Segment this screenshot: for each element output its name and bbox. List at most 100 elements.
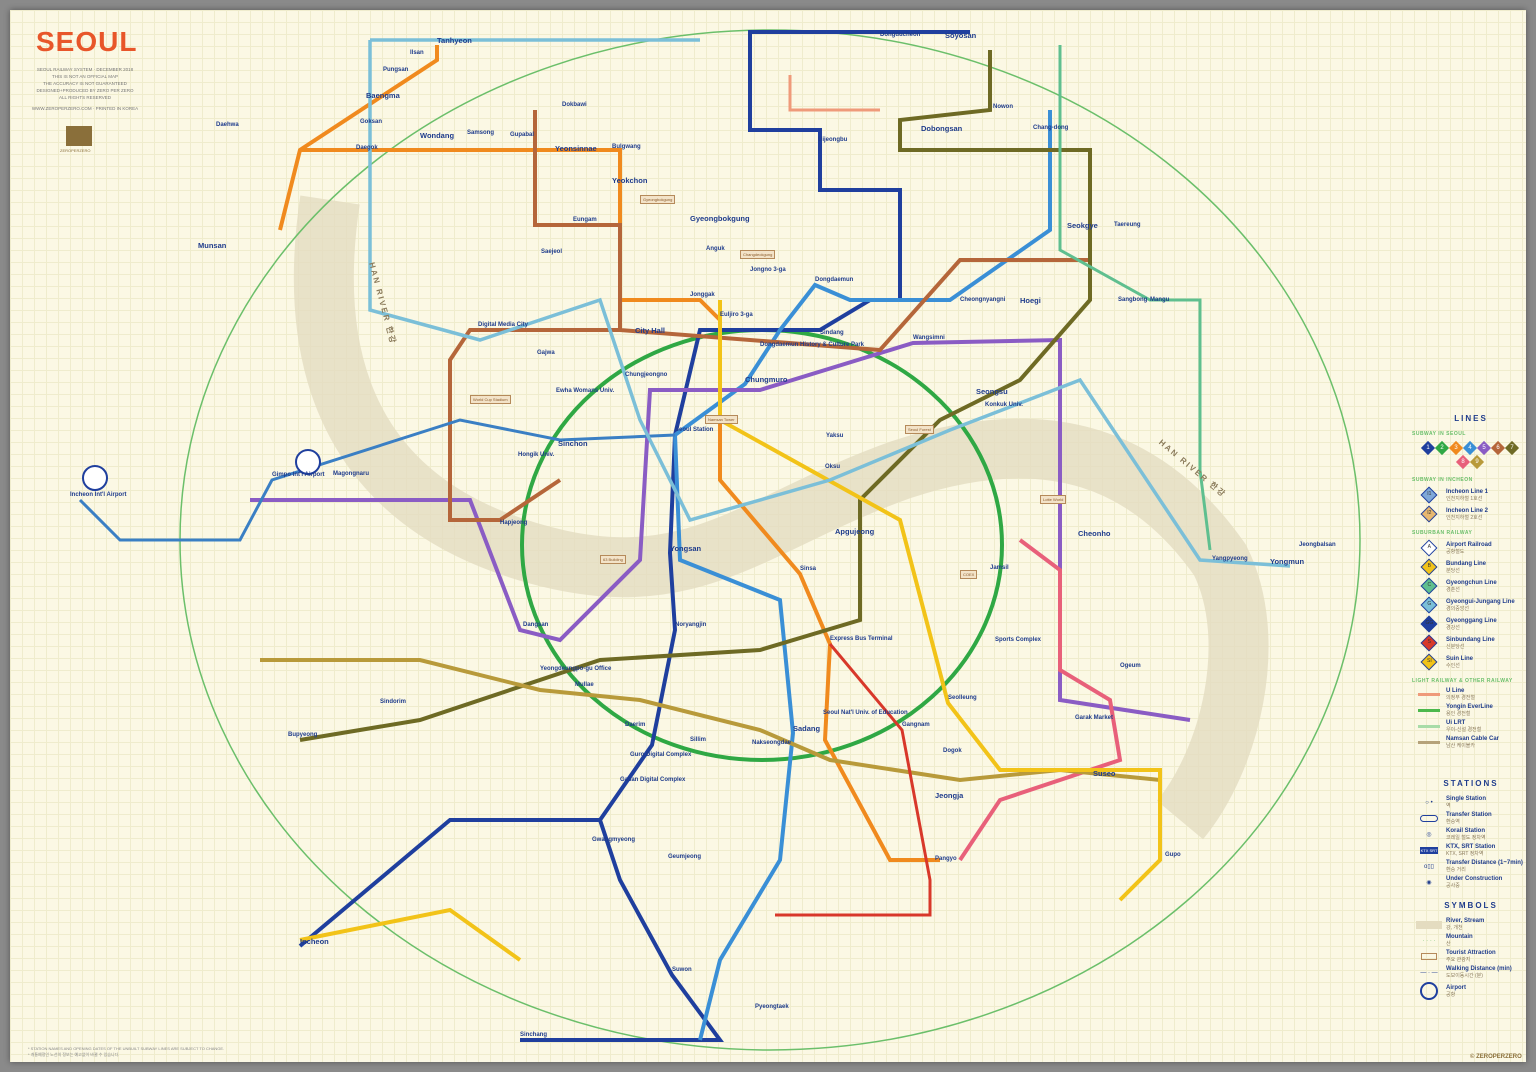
station-label[interactable]: Sports Complex <box>995 637 1042 643</box>
station-label[interactable]: Chungmuro <box>745 375 788 384</box>
station-label[interactable]: Chang-dong <box>1033 125 1069 131</box>
station-label[interactable]: Soyosan <box>945 31 977 40</box>
station-label[interactable]: Sindorim <box>380 699 407 705</box>
station-label[interactable]: Cheonho <box>1078 529 1111 538</box>
station-label[interactable]: Seoul Station <box>675 427 714 433</box>
station-label[interactable]: Pyeongtaek <box>755 1004 789 1010</box>
station-label[interactable]: Ewha Womans Univ. <box>556 388 615 394</box>
station-label[interactable]: Oksu <box>825 464 841 470</box>
station-label[interactable]: Sinchang <box>520 1032 548 1038</box>
station-label[interactable]: Geumjeong <box>668 854 702 860</box>
station-label[interactable]: Yaksu <box>826 433 844 439</box>
station-label[interactable]: Daehwa <box>216 122 239 128</box>
han-river <box>293 195 1269 840</box>
legend-symbol-icon: G <box>1412 596 1446 614</box>
station-label[interactable]: Seokgye <box>1067 221 1098 230</box>
station-label[interactable]: Yeonsinnae <box>555 144 597 153</box>
station-label[interactable]: Gajwa <box>537 350 555 356</box>
station-label[interactable]: Mangu <box>1150 297 1170 303</box>
station-label[interactable]: Jonggak <box>690 292 715 298</box>
station-label[interactable]: Sillim <box>690 737 707 743</box>
station-label[interactable]: Sadang <box>793 724 821 733</box>
station-label[interactable]: Dangsan <box>523 622 549 628</box>
station-label[interactable]: Guro Digital Complex <box>630 752 692 758</box>
station-label[interactable]: Baengma <box>366 91 400 100</box>
station-label[interactable]: Dogok <box>943 748 962 754</box>
station-label[interactable]: Dongdaemun <box>815 277 854 283</box>
station-label[interactable]: City Hall <box>635 326 666 335</box>
station-label[interactable]: Bulgwang <box>612 144 641 150</box>
station-label[interactable]: Gasan Digital Complex <box>620 777 686 783</box>
station-label[interactable]: Sinsa <box>800 566 817 572</box>
line-8 <box>958 538 1123 862</box>
station-label[interactable]: Gupabal <box>510 132 535 138</box>
legend-label-kr: 공항철도 <box>1446 548 1465 555</box>
station-label[interactable]: Gimpo Int'l Airport <box>272 472 325 478</box>
station-label[interactable]: Incheon <box>300 937 329 946</box>
station-label[interactable]: Hongik Univ. <box>518 452 555 458</box>
station-label[interactable]: Yeokchon <box>612 176 648 185</box>
station-label[interactable]: Seolleung <box>948 695 977 701</box>
station-label[interactable]: Wondang <box>420 131 455 140</box>
station-label[interactable]: Gangnam <box>902 722 930 728</box>
station-label[interactable]: Wangsimni <box>913 335 945 341</box>
station-label[interactable]: Gwangmyeong <box>592 837 636 843</box>
station-label[interactable]: Jamsil <box>990 565 1009 571</box>
station-label[interactable]: Gyeongbokgung <box>690 214 750 223</box>
station-label[interactable]: Anguk <box>706 246 725 252</box>
station-label[interactable]: Tanhyeon <box>437 36 472 45</box>
station-label[interactable]: Ilsan <box>410 50 424 56</box>
station-label[interactable]: Uijeongbu <box>818 137 848 143</box>
station-label[interactable]: Mullae <box>575 682 594 688</box>
station-label[interactable]: Sinchon <box>558 439 588 448</box>
station-label[interactable]: Dongducheon <box>880 32 921 38</box>
station-label[interactable]: Suwon <box>672 967 692 973</box>
station-label[interactable]: Jongno 3-ga <box>750 267 786 273</box>
station-label[interactable]: Daegok <box>356 145 378 151</box>
station-label[interactable]: Samsong <box>467 130 495 136</box>
station-label[interactable]: Hoegi <box>1020 296 1041 305</box>
station-label[interactable]: Dongdaemun History & Culture Park <box>760 342 865 348</box>
station-label[interactable]: Taereung <box>1114 222 1141 228</box>
station-label[interactable]: Jeongbalsan <box>1299 542 1336 548</box>
station-label[interactable]: Yangpyeong <box>1212 556 1248 562</box>
station-label[interactable]: Sindang <box>820 330 844 336</box>
station-label[interactable]: Seoul Nat'l Univ. of Education <box>823 710 908 716</box>
bundang-line <box>299 300 1162 962</box>
station-label[interactable]: Garak Market <box>1075 715 1114 721</box>
station-label[interactable]: Noryangjin <box>675 622 707 628</box>
station-label[interactable]: Pungsan <box>383 67 409 73</box>
station-label[interactable]: Goksan <box>360 119 383 125</box>
station-label[interactable]: Apgujeong <box>835 527 875 536</box>
station-label[interactable]: Chungjeongno <box>625 372 668 378</box>
station-label[interactable]: Yeongdeungpo-gu Office <box>540 666 612 672</box>
station-label[interactable]: Yongmun <box>1270 557 1305 566</box>
legend-symbol-icon: o▯▯ <box>1424 864 1434 870</box>
station-label[interactable]: Incheon Int'l Airport <box>70 492 127 498</box>
station-label[interactable]: Suseo <box>1093 769 1116 778</box>
station-label[interactable]: Nowon <box>993 104 1013 110</box>
station-label[interactable]: Yongsan <box>670 544 702 553</box>
station-label[interactable]: Sangbong <box>1118 297 1148 303</box>
station-label[interactable]: Hapjeong <box>500 520 528 526</box>
station-label[interactable]: Euljiro 3-ga <box>720 312 753 318</box>
station-label[interactable]: Pangyo <box>935 856 957 862</box>
station-label[interactable]: Magongnaru <box>333 471 369 477</box>
station-label[interactable]: Seongsu <box>976 387 1008 396</box>
station-label[interactable]: Daerim <box>625 722 646 728</box>
station-label[interactable]: Express Bus Terminal <box>830 636 893 642</box>
station-label[interactable]: Jeongja <box>935 791 964 800</box>
station-label[interactable]: Eungam <box>573 217 597 223</box>
station-label[interactable]: Cheongnyangni <box>960 297 1006 303</box>
station-label[interactable]: Saejeol <box>541 249 563 255</box>
station-label[interactable]: Munsan <box>198 241 227 250</box>
station-label[interactable]: Dokbawi <box>562 102 587 108</box>
station-label[interactable]: Gupo <box>1165 852 1181 858</box>
station-label[interactable]: Konkuk Univ. <box>985 402 1023 408</box>
station-label[interactable]: Dobongsan <box>921 124 963 133</box>
station-label[interactable]: Digital Media City <box>478 322 529 328</box>
station-label[interactable]: Nakseongdae <box>752 740 792 746</box>
station-label[interactable]: Bupyeong <box>288 732 318 738</box>
station-label[interactable]: Ogeum <box>1120 663 1141 669</box>
